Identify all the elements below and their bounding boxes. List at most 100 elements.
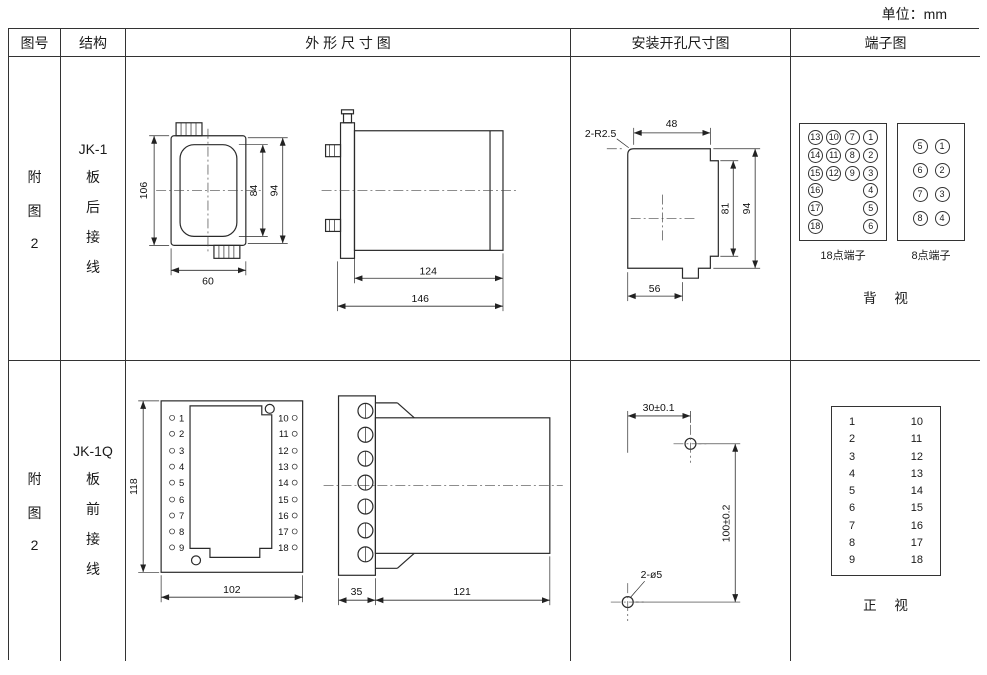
terminal-number: 16 xyxy=(278,511,289,522)
terminal-number: 6 xyxy=(849,502,856,515)
terminal-number: 14 xyxy=(278,478,289,489)
header-cell-mounting: 安装开孔尺寸图 xyxy=(571,29,791,57)
dim-label-124: 124 xyxy=(420,266,438,277)
terminal-screws xyxy=(357,402,374,563)
terminal-box-8: 5 1 6 2 7 3 8 4 xyxy=(897,123,965,241)
header-cell-terminal: 端子图 xyxy=(791,29,980,57)
terminal-point: 5 xyxy=(863,200,879,216)
terminal-point: 7 xyxy=(844,130,860,146)
jk1q-side-view xyxy=(323,395,563,576)
fig-line: 图 xyxy=(27,505,42,521)
row2-mounting-cell: 30±0.1 100±0.2 2-ø5 xyxy=(571,361,791,661)
terminal-number: 5 xyxy=(849,485,856,497)
dim-label-121: 121 xyxy=(453,587,471,598)
terminal-number: 15 xyxy=(278,495,289,506)
terminal-point: 8 xyxy=(844,147,860,163)
dim-label-146: 146 xyxy=(412,294,430,305)
terminal-column-right: 10 11 12 13 14 15 16 17 18 xyxy=(911,416,923,566)
structure-line: 线 xyxy=(86,258,100,275)
row2-outline-cell: 1 2 3 4 5 6 7 8 9 10 11 12 13 xyxy=(126,361,571,661)
hole-top xyxy=(673,424,708,463)
terminal-point: 16 xyxy=(807,183,823,199)
terminal-number: 9 xyxy=(849,554,856,566)
front-view-label: 正 视 xyxy=(863,598,908,613)
jk1q-outline-drawing: 1 2 3 4 5 6 7 8 9 10 11 12 13 xyxy=(129,395,563,606)
header-outline: 外 形 尺 寸 图 xyxy=(305,34,391,51)
terminal-number: 18 xyxy=(910,554,923,566)
terminal-bolts xyxy=(324,144,342,233)
terminal-point: 6 xyxy=(912,162,928,178)
terminal-number: 15 xyxy=(910,502,923,515)
terminal-number: 16 xyxy=(910,519,923,532)
structure-line: JK-1 xyxy=(78,140,108,157)
terminal-number: 13 xyxy=(910,467,923,480)
terminal-point: 18 xyxy=(807,218,823,234)
terminal-number: 12 xyxy=(910,450,923,463)
cutout-outline xyxy=(627,148,719,279)
terminal-point: 3 xyxy=(863,165,879,181)
terminal-point: 9 xyxy=(844,165,860,181)
structure-line: JK-1Q xyxy=(73,443,113,459)
jk1-side-dimensions: 124 146 xyxy=(337,253,504,312)
terminal-box-front: 1 2 3 4 5 6 7 8 9 10 11 12 13 14 15 xyxy=(831,406,941,576)
header-fig-no: 图号 xyxy=(20,34,49,51)
dim-label-2-r2-5: 2-R2.5 xyxy=(585,129,617,140)
fig-line: 附 xyxy=(27,471,42,487)
row1-outline-cell: 106 84 94 60 xyxy=(126,57,571,361)
dim-label-94: 94 xyxy=(270,185,281,197)
fig-line: 2 xyxy=(30,234,39,251)
back-view-label: 背 视 xyxy=(863,291,908,306)
terminal-number: 2 xyxy=(849,433,856,446)
terminal-point: 8 xyxy=(912,210,928,226)
jk1-mounting-drawing: 2-R2.5 48 81 94 5 xyxy=(585,119,761,302)
row2-fig-no: 附 图 2 xyxy=(9,361,61,661)
terminal-number: 3 xyxy=(179,446,184,457)
jk1-side-view xyxy=(321,109,517,259)
terminal-point: 4 xyxy=(863,183,879,199)
header-cell-structure: 结构 xyxy=(61,29,126,57)
terminal-point: 7 xyxy=(912,186,928,202)
dim-label-84: 84 xyxy=(249,185,260,197)
terminal-point: 15 xyxy=(807,165,823,181)
jk1q-mounting-drawing: 30±0.1 100±0.2 2-ø5 xyxy=(610,403,741,621)
terminal-number: 11 xyxy=(910,433,923,446)
header-structure: 结构 xyxy=(79,34,107,51)
terminal-number: 18 xyxy=(278,543,289,554)
terminal-number: 9 xyxy=(179,543,184,554)
top-tab xyxy=(175,122,203,137)
terminal-number: 1 xyxy=(849,416,856,428)
terminal-boxes: 13 10 7 1 14 11 8 2 15 12 9 3 16 4 17 xyxy=(799,123,965,241)
terminal-number: 4 xyxy=(179,462,184,473)
structure-line: 板 xyxy=(86,471,100,487)
terminal-number: 11 xyxy=(279,429,289,440)
structure-line: 前 xyxy=(86,501,100,517)
terminal-point: 11 xyxy=(826,147,842,163)
terminal-point: 3 xyxy=(934,186,950,202)
jk1q-side-dimensions: 35 121 xyxy=(338,556,551,606)
terminal-point: 14 xyxy=(807,147,823,163)
fig-line: 附 xyxy=(27,168,42,185)
terminal-box-labels: 18点端子 8点端子 xyxy=(799,247,965,263)
terminal-number: 10 xyxy=(278,413,289,424)
row1-mounting-cell: 2-R2.5 48 81 94 5 xyxy=(571,57,791,361)
terminal-point: 17 xyxy=(807,200,823,216)
terminal-point: 2 xyxy=(934,162,950,178)
terminal-point: 1 xyxy=(863,130,879,146)
terminal-number: 12 xyxy=(278,446,289,457)
fig-line: 图 xyxy=(27,202,42,219)
row2-structure: JK-1Q 板 前 接 线 xyxy=(61,361,126,661)
terminal-number: 10 xyxy=(910,416,923,428)
terminal-number: 1 xyxy=(179,413,184,424)
terminal-point: 13 xyxy=(807,130,823,146)
terminal-number: 17 xyxy=(278,527,289,538)
terminal-point: 5 xyxy=(912,138,928,154)
terminal-number: 8 xyxy=(179,527,184,538)
front-terminals-left: 1 2 3 4 5 6 7 8 9 xyxy=(169,413,184,554)
dim-label-81: 81 xyxy=(720,203,731,215)
dim-label-48: 48 xyxy=(666,119,678,130)
terminal-point: 10 xyxy=(826,130,842,146)
terminal-number: 5 xyxy=(179,478,184,489)
structure-line: 接 xyxy=(86,228,100,245)
dim-label-118: 118 xyxy=(129,478,140,495)
